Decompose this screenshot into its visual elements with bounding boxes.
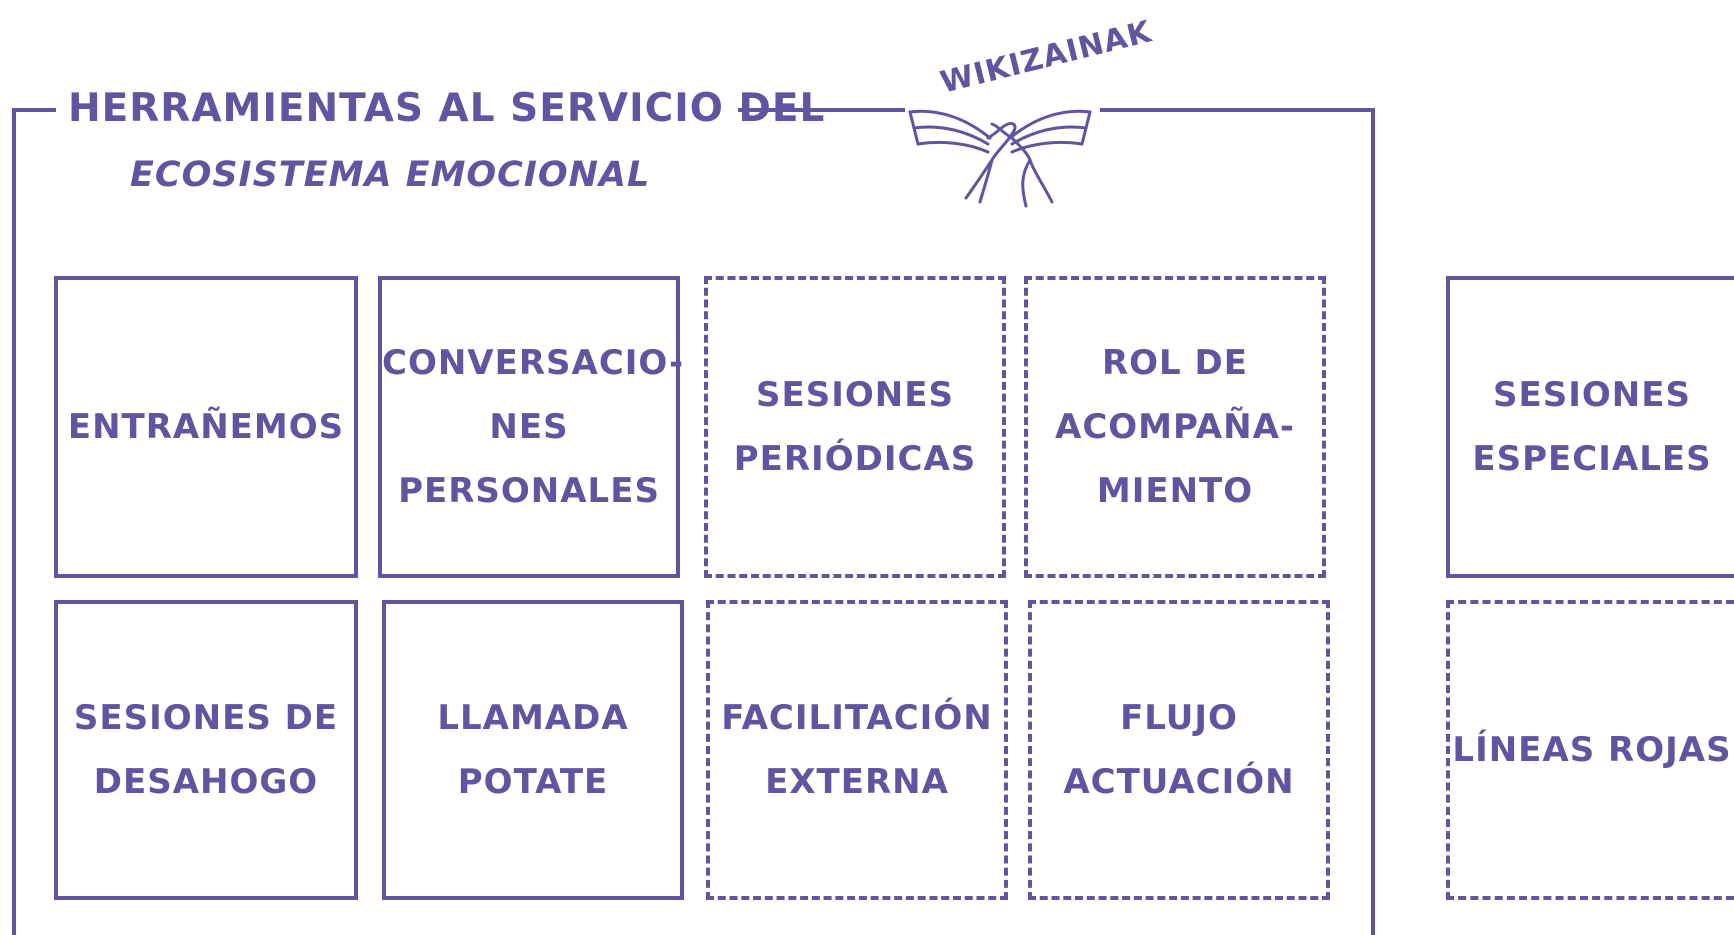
tool-box-sesiones-periodicas: SESIONES PERIÓDICAS (704, 276, 1006, 578)
diagram-title: HERRAMIENTAS AL SERVICIO DEL (68, 86, 826, 131)
tool-label: LÍNEAS ROJAS (1452, 730, 1732, 770)
tool-label: FACILITACIÓN EXTERNA (721, 698, 993, 802)
tool-label: SESIONES ESPECIALES (1472, 375, 1712, 479)
tool-label: SESIONES PERIÓDICAS (733, 375, 977, 479)
tool-label: CONVERSACIO- NES PERSONALES (382, 343, 685, 511)
tool-box-lineas-rojas: LÍNEAS ROJAS (1446, 600, 1734, 900)
tool-label: ROL DE ACOMPAÑA- MIENTO (1055, 343, 1295, 511)
hummingbirds-icon (908, 109, 1092, 208)
tool-box-rol-de-acompanamiento: ROL DE ACOMPAÑA- MIENTO (1024, 276, 1326, 578)
tool-box-flujo-actuacion: FLUJO ACTUACIÓN (1028, 600, 1330, 900)
tool-label: LLAMADA POTATE (437, 698, 629, 802)
frame-left-edge (12, 108, 56, 935)
diagram-subtitle: ECOSISTEMA EMOCIONAL (130, 155, 651, 195)
frame-right-edge (1100, 108, 1375, 935)
tool-box-conversaciones-personales: CONVERSACIO- NES PERSONALES (378, 276, 685, 578)
tool-box-sesiones-especiales: SESIONES ESPECIALES (1446, 276, 1734, 578)
tool-label: SESIONES DE DESAHOGO (73, 698, 339, 802)
tool-box-sesiones-de-desahogo: SESIONES DE DESAHOGO (54, 600, 358, 900)
tool-box-facilitacion-externa: FACILITACIÓN EXTERNA (706, 600, 1008, 900)
wikizainak-logo: WIKIZAINAK (880, 14, 1155, 210)
tool-box-entranemos: ENTRAÑEMOS (54, 276, 358, 578)
tool-label: ENTRAÑEMOS (67, 407, 345, 447)
tool-box-llamada-potate: LLAMADA POTATE (382, 600, 684, 900)
tool-label: FLUJO ACTUACIÓN (1063, 698, 1295, 802)
